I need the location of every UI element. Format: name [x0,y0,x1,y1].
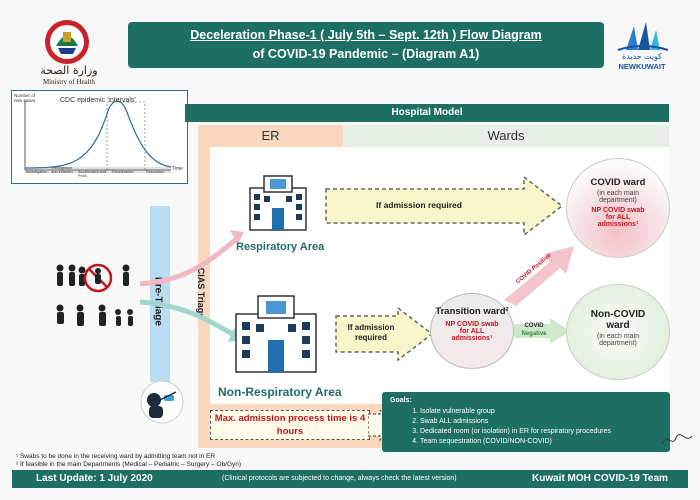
goal-item: Team sequestration (COVID/NON-COVID) [420,437,662,447]
goals-box: Goals: Isolate vulnerable group Swab ALL… [382,392,670,452]
covid-ward-note: NP COVID swab for ALL admissions¹ [591,207,645,228]
non-respiratory-hospital-icon [235,295,317,373]
swab-test-icon [140,380,184,424]
title-line-2: of COVID-19 Pandemic – (Diagram A1) [252,47,480,61]
covid-ward-sub: (in each main department) [596,190,640,204]
cdc-chart-title: CDC epidemic 'intervals' [60,97,136,104]
newkuwait-logo [617,22,669,51]
goal-item: Isolate vulnerable group [420,407,662,417]
footer-bar: Last Update: 1 July 2020 (Clinical proto… [12,470,688,488]
admission-arrow-mid [335,306,434,362]
covid-negative-word-1: COVID [524,323,544,329]
er-column-edge [198,147,210,447]
last-update: Last Update: 1 July 2020 [36,473,153,484]
max-admission-box: Max. admission process time is 4 hours [210,410,370,440]
goal-item: Dedicated room (or isolation) in ER for … [420,427,662,437]
covid-negative-word-2: Negative [521,331,547,337]
footnote-1: ¹ Swabs to be done in the receiving ward… [16,453,216,460]
transition-ward-note: NP COVID swab for ALL admissions¹ [445,321,499,342]
covid-negative-arrow [514,318,570,344]
cdc-phase-4: Deceleration [112,170,134,174]
transition-ward-title: Transition ward² [435,306,509,317]
non-covid-ward-title: Non-COVID ward [590,309,646,331]
footnotes: ¹ Swabs to be done in the receiving ward… [16,453,241,469]
admission-arrow-top [325,175,564,237]
non-covid-ward-circle: Non-COVID ward (in each main department) [566,284,670,380]
title-line-1: Deceleration Phase-1 ( July 5th – Sept. … [190,28,542,42]
admission-label-mid: If admission required [347,323,395,342]
title-banner: Deceleration Phase-1 ( July 5th – Sept. … [128,22,604,68]
footnote-2: ² If feasible in the main Departments (M… [16,461,242,468]
hospital-model-bar: Hospital Model [185,104,669,122]
cdc-curve-graphic [24,100,172,173]
triage-arrows [139,230,244,342]
cdc-phase-3: Acceleration and Peak [78,170,107,178]
moh-logo [45,20,89,64]
signature-mark [660,430,694,452]
moh-english-name: Ministry of Health [42,78,96,86]
admission-label-top: If admission required [376,200,462,210]
covid-ward-title: COVID ward [590,177,646,188]
newkuwait-arabic: كويت جديدة [621,52,662,61]
footer-team: Kuwait MOH COVID-19 Team [532,473,668,484]
moh-arabic-name: وزارة الصحة [40,64,98,77]
footer-disclaimer: (Clinical protocols are subjected to cha… [222,475,457,482]
cdc-xlabel: Time [172,166,183,172]
pre-triage-bar [150,206,170,382]
cdc-phase-2: Recognition and initiation [51,166,73,174]
non-respiratory-area-label: Non-Respiratory Area [218,385,342,399]
wards-column-header: Wards [343,125,669,147]
goals-title: Goals: [390,397,412,404]
non-covid-ward-sub: (in each main department) [596,333,640,347]
respiratory-hospital-icon [249,175,307,231]
goal-item: Swab ALL admissions [420,417,662,427]
cdc-phase-1: Investigation [26,170,48,174]
er-column-header: ER [198,125,343,147]
goals-list: Isolate vulnerable group Swab ALL admiss… [390,407,662,447]
covid-positive-arrow [504,246,574,306]
covid-negative-label: COVID Negative [516,322,552,338]
cdc-ylabel: Number of new cases [14,93,36,103]
covid-ward-circle: COVID ward (in each main department) NP … [566,158,670,258]
patients-group-icon [56,263,133,326]
cdc-phase-5: Resolution [146,170,164,174]
transition-ward-circle: Transition ward² NP COVID swab for ALL a… [430,293,514,369]
newkuwait-english: NEWKUWAIT [618,62,666,71]
respiratory-area-label: Respiratory Area [236,241,325,253]
